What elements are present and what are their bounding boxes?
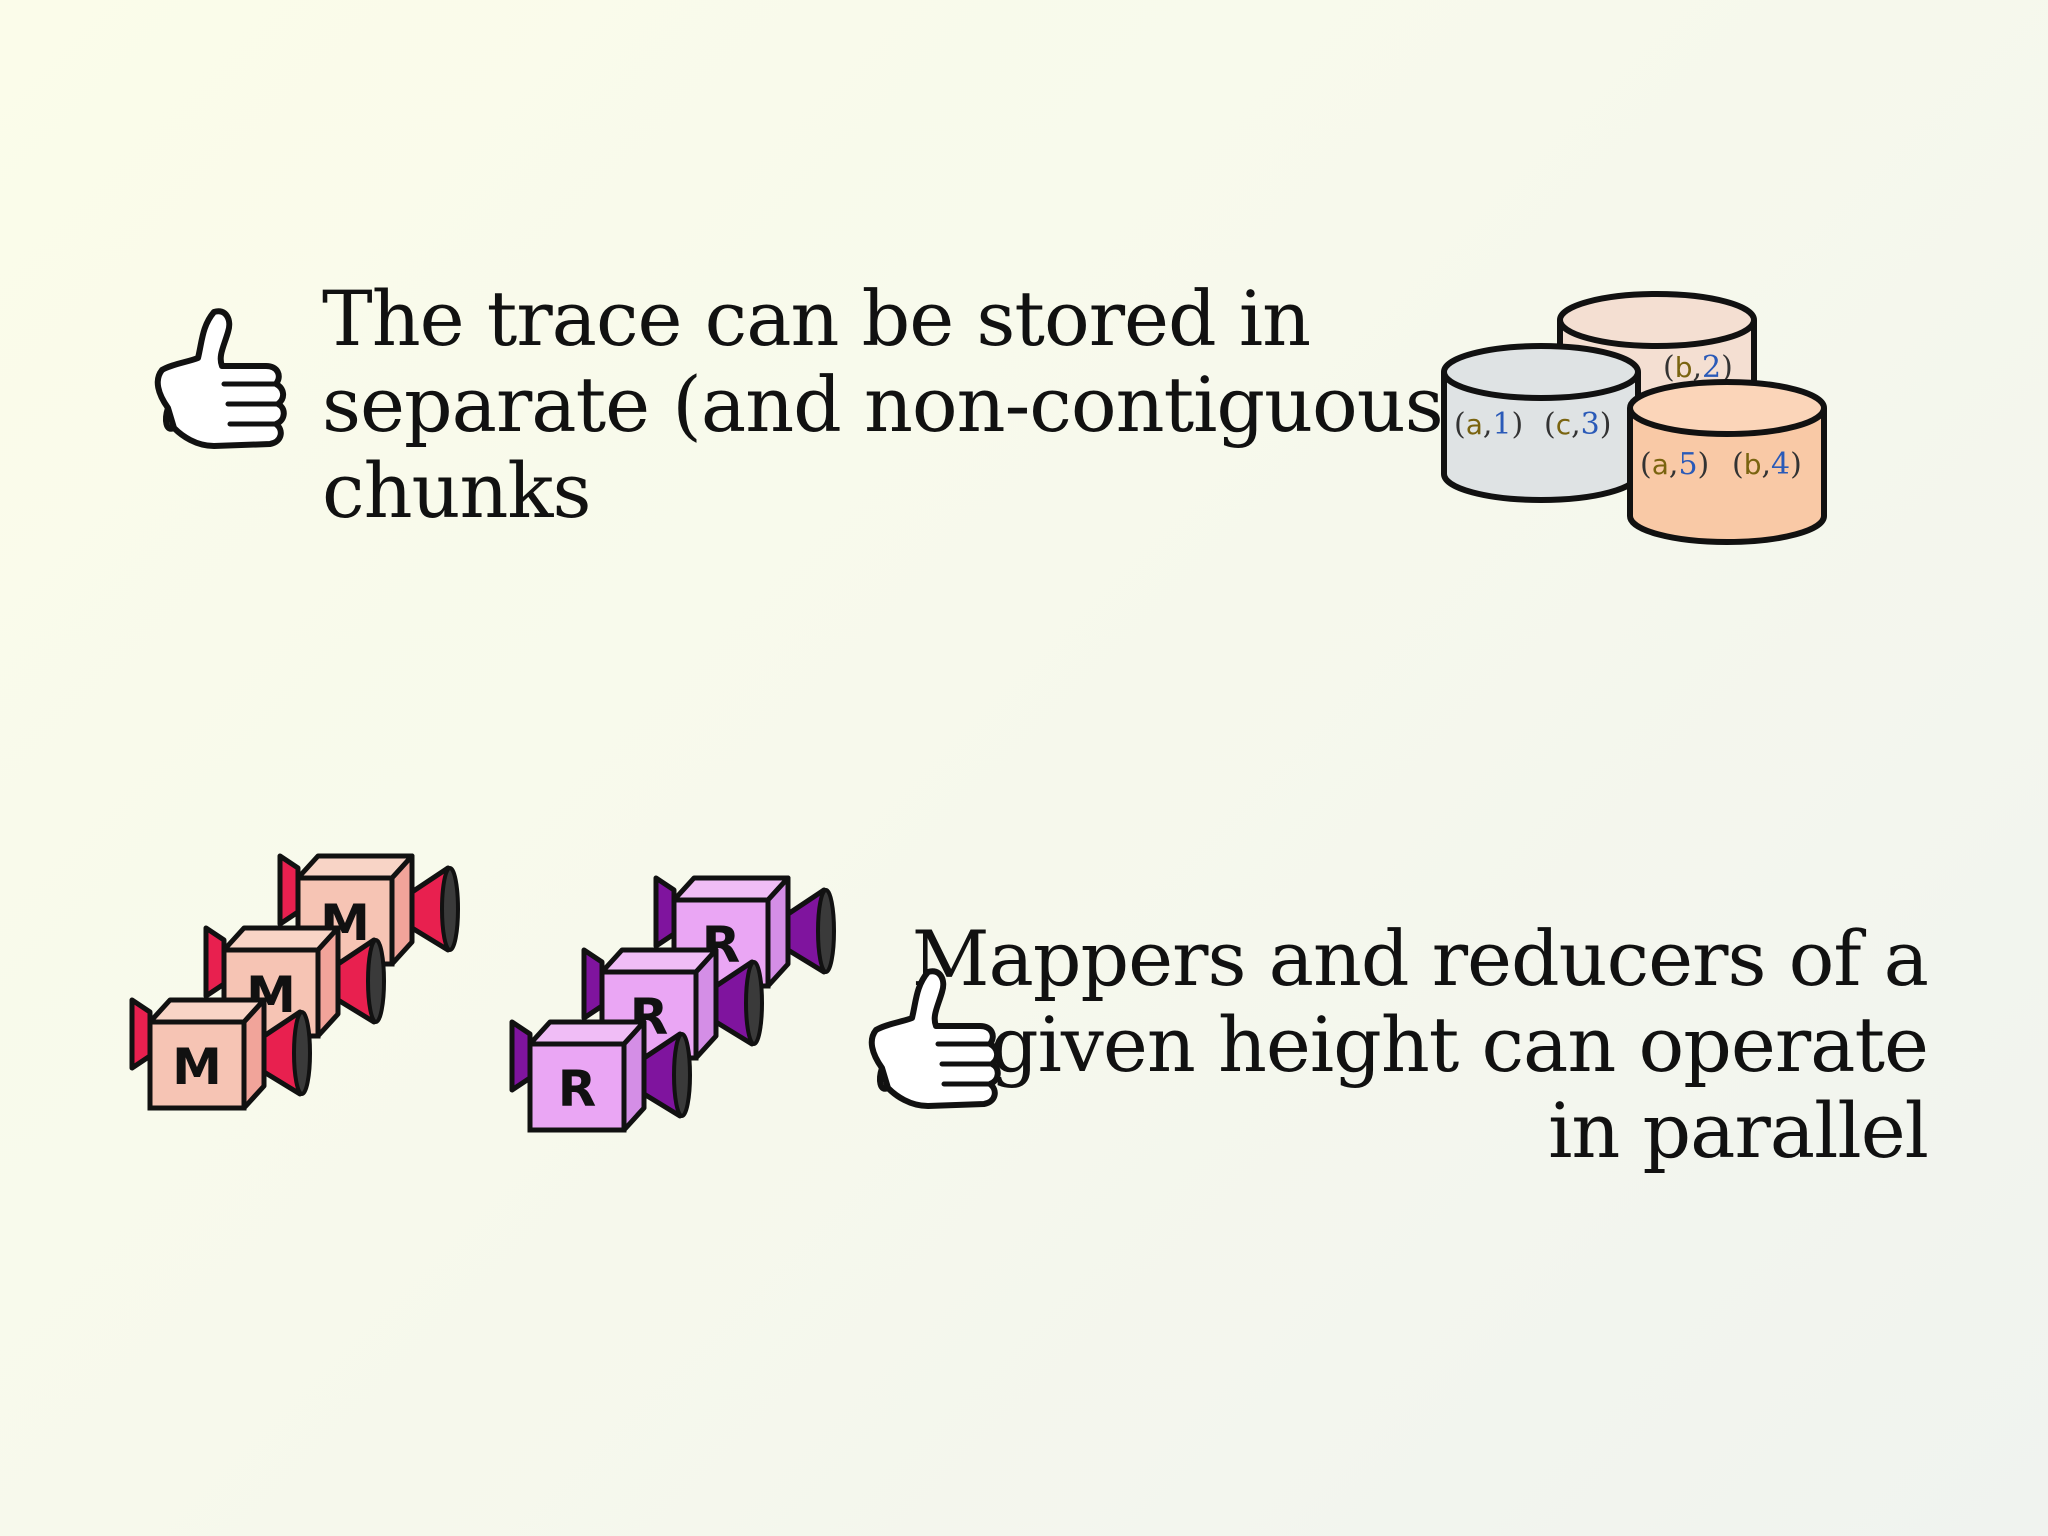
database-cylinder-icon: (b,2) (a,1) (c,3) (a,5) (b,4) xyxy=(1441,291,1827,545)
reducer-stack: R R R xyxy=(512,878,834,1130)
mapper-box-icon: M xyxy=(132,1000,310,1108)
statement-line: chunks xyxy=(322,446,591,535)
tuple-b-4: (b,4) xyxy=(1732,447,1802,482)
tuple-a-5: (a,5) xyxy=(1640,447,1709,482)
statement-parallel-operation: Mappers and reducers of a given height c… xyxy=(911,914,1929,1175)
svg-text:R: R xyxy=(558,1060,597,1118)
statement-trace-storage: The trace can be stored in separate (and… xyxy=(322,274,1472,535)
statement-line: The trace can be stored in xyxy=(322,274,1311,363)
mapper-stack: M M M xyxy=(132,856,458,1108)
tuple-c-3: (c,3) xyxy=(1544,407,1611,442)
reducer-box-icon: R xyxy=(512,1022,690,1130)
tuple-b-2: (b,2) xyxy=(1663,350,1733,385)
statement-line: given height can operate xyxy=(989,1000,1929,1089)
statement-line: Mappers and reducers of a xyxy=(911,914,1929,1003)
thumbs-up-icon xyxy=(158,311,284,446)
statement-line: separate (and non-contiguous) xyxy=(322,360,1472,449)
statement-line: in parallel xyxy=(1548,1086,1929,1175)
tuple-a-1: (a,1) xyxy=(1454,407,1523,442)
svg-text:M: M xyxy=(172,1038,222,1096)
thumbs-up-icon xyxy=(872,971,998,1106)
